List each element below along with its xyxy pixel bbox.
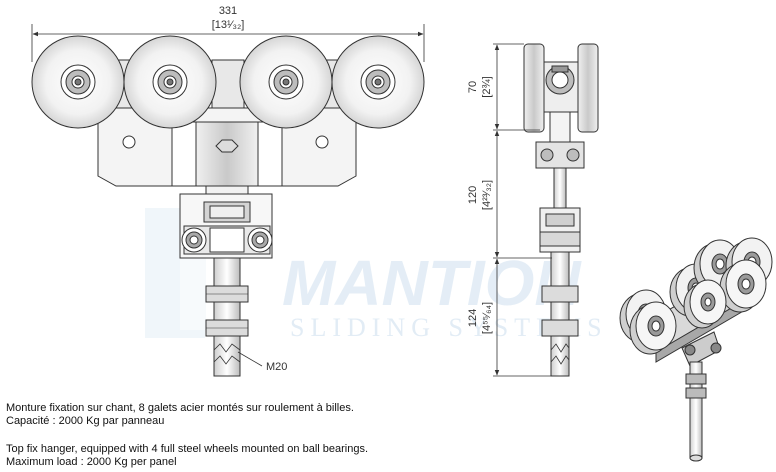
height-mid-labels: 120 [4²³⁄₃₂] [467, 180, 493, 210]
description-en-line-1: Top fix hanger, equipped with 4 full ste… [6, 443, 369, 455]
height-top-in: [2¾] [481, 76, 493, 97]
plate-hole-left-icon [122, 135, 136, 149]
description-fr-line-2: Capacité : 2000 Kg par panneau [6, 415, 165, 427]
bracket-bolt-left-icon [181, 227, 207, 253]
side-wheel-right [577, 43, 599, 133]
side-bolt-icon [540, 148, 554, 162]
wheel-1-icon [31, 35, 125, 129]
height-bottom-mm: 124 [467, 309, 479, 327]
plate-hole-right-icon [315, 135, 329, 149]
center-bolt-icon [215, 139, 239, 153]
iso-wheel-7-icon [683, 279, 727, 329]
front-view [31, 35, 425, 377]
description-fr-line-1: Monture fixation sur chant, 8 galets aci… [6, 402, 354, 414]
thread-label: M20 [266, 361, 287, 373]
thread-callout: M20 [237, 351, 287, 373]
iso-wheel-6-icon [719, 259, 767, 313]
height-top-mm: 70 [467, 81, 479, 93]
watermark-brand: MANTION [282, 247, 582, 319]
height-bottom-in: [4⁵⁵⁄₆₄] [481, 302, 493, 334]
wheel-2-icon [123, 35, 217, 129]
height-mid-in: [4²³⁄₃₂] [481, 180, 493, 210]
side-wheel-left [523, 43, 545, 133]
isometric-view [619, 237, 773, 462]
iso-bolt-right-icon [710, 342, 722, 354]
height-bottom-labels: 124 [4⁵⁵⁄₆₄] [467, 302, 493, 334]
bracket-bolt-right-icon [247, 227, 273, 253]
wheel-3-icon [239, 35, 333, 129]
wheel-4-icon [331, 35, 425, 129]
iso-bolt-left-icon [684, 344, 696, 356]
iso-wheel-5-icon [629, 301, 677, 355]
width-in-label: [13¹⁄₃₂] [212, 19, 245, 31]
description-en-line-2: Maximum load : 2000 Kg per panel [6, 456, 177, 468]
height-dimensions [493, 43, 552, 377]
side-view [523, 43, 599, 377]
width-dimension: 331 [13¹⁄₃₂] [31, 5, 425, 62]
height-mid-mm: 120 [467, 186, 479, 204]
threaded-rod [213, 257, 241, 377]
height-top-labels: 70 [2¾] [467, 76, 493, 97]
width-mm-label: 331 [219, 5, 237, 17]
